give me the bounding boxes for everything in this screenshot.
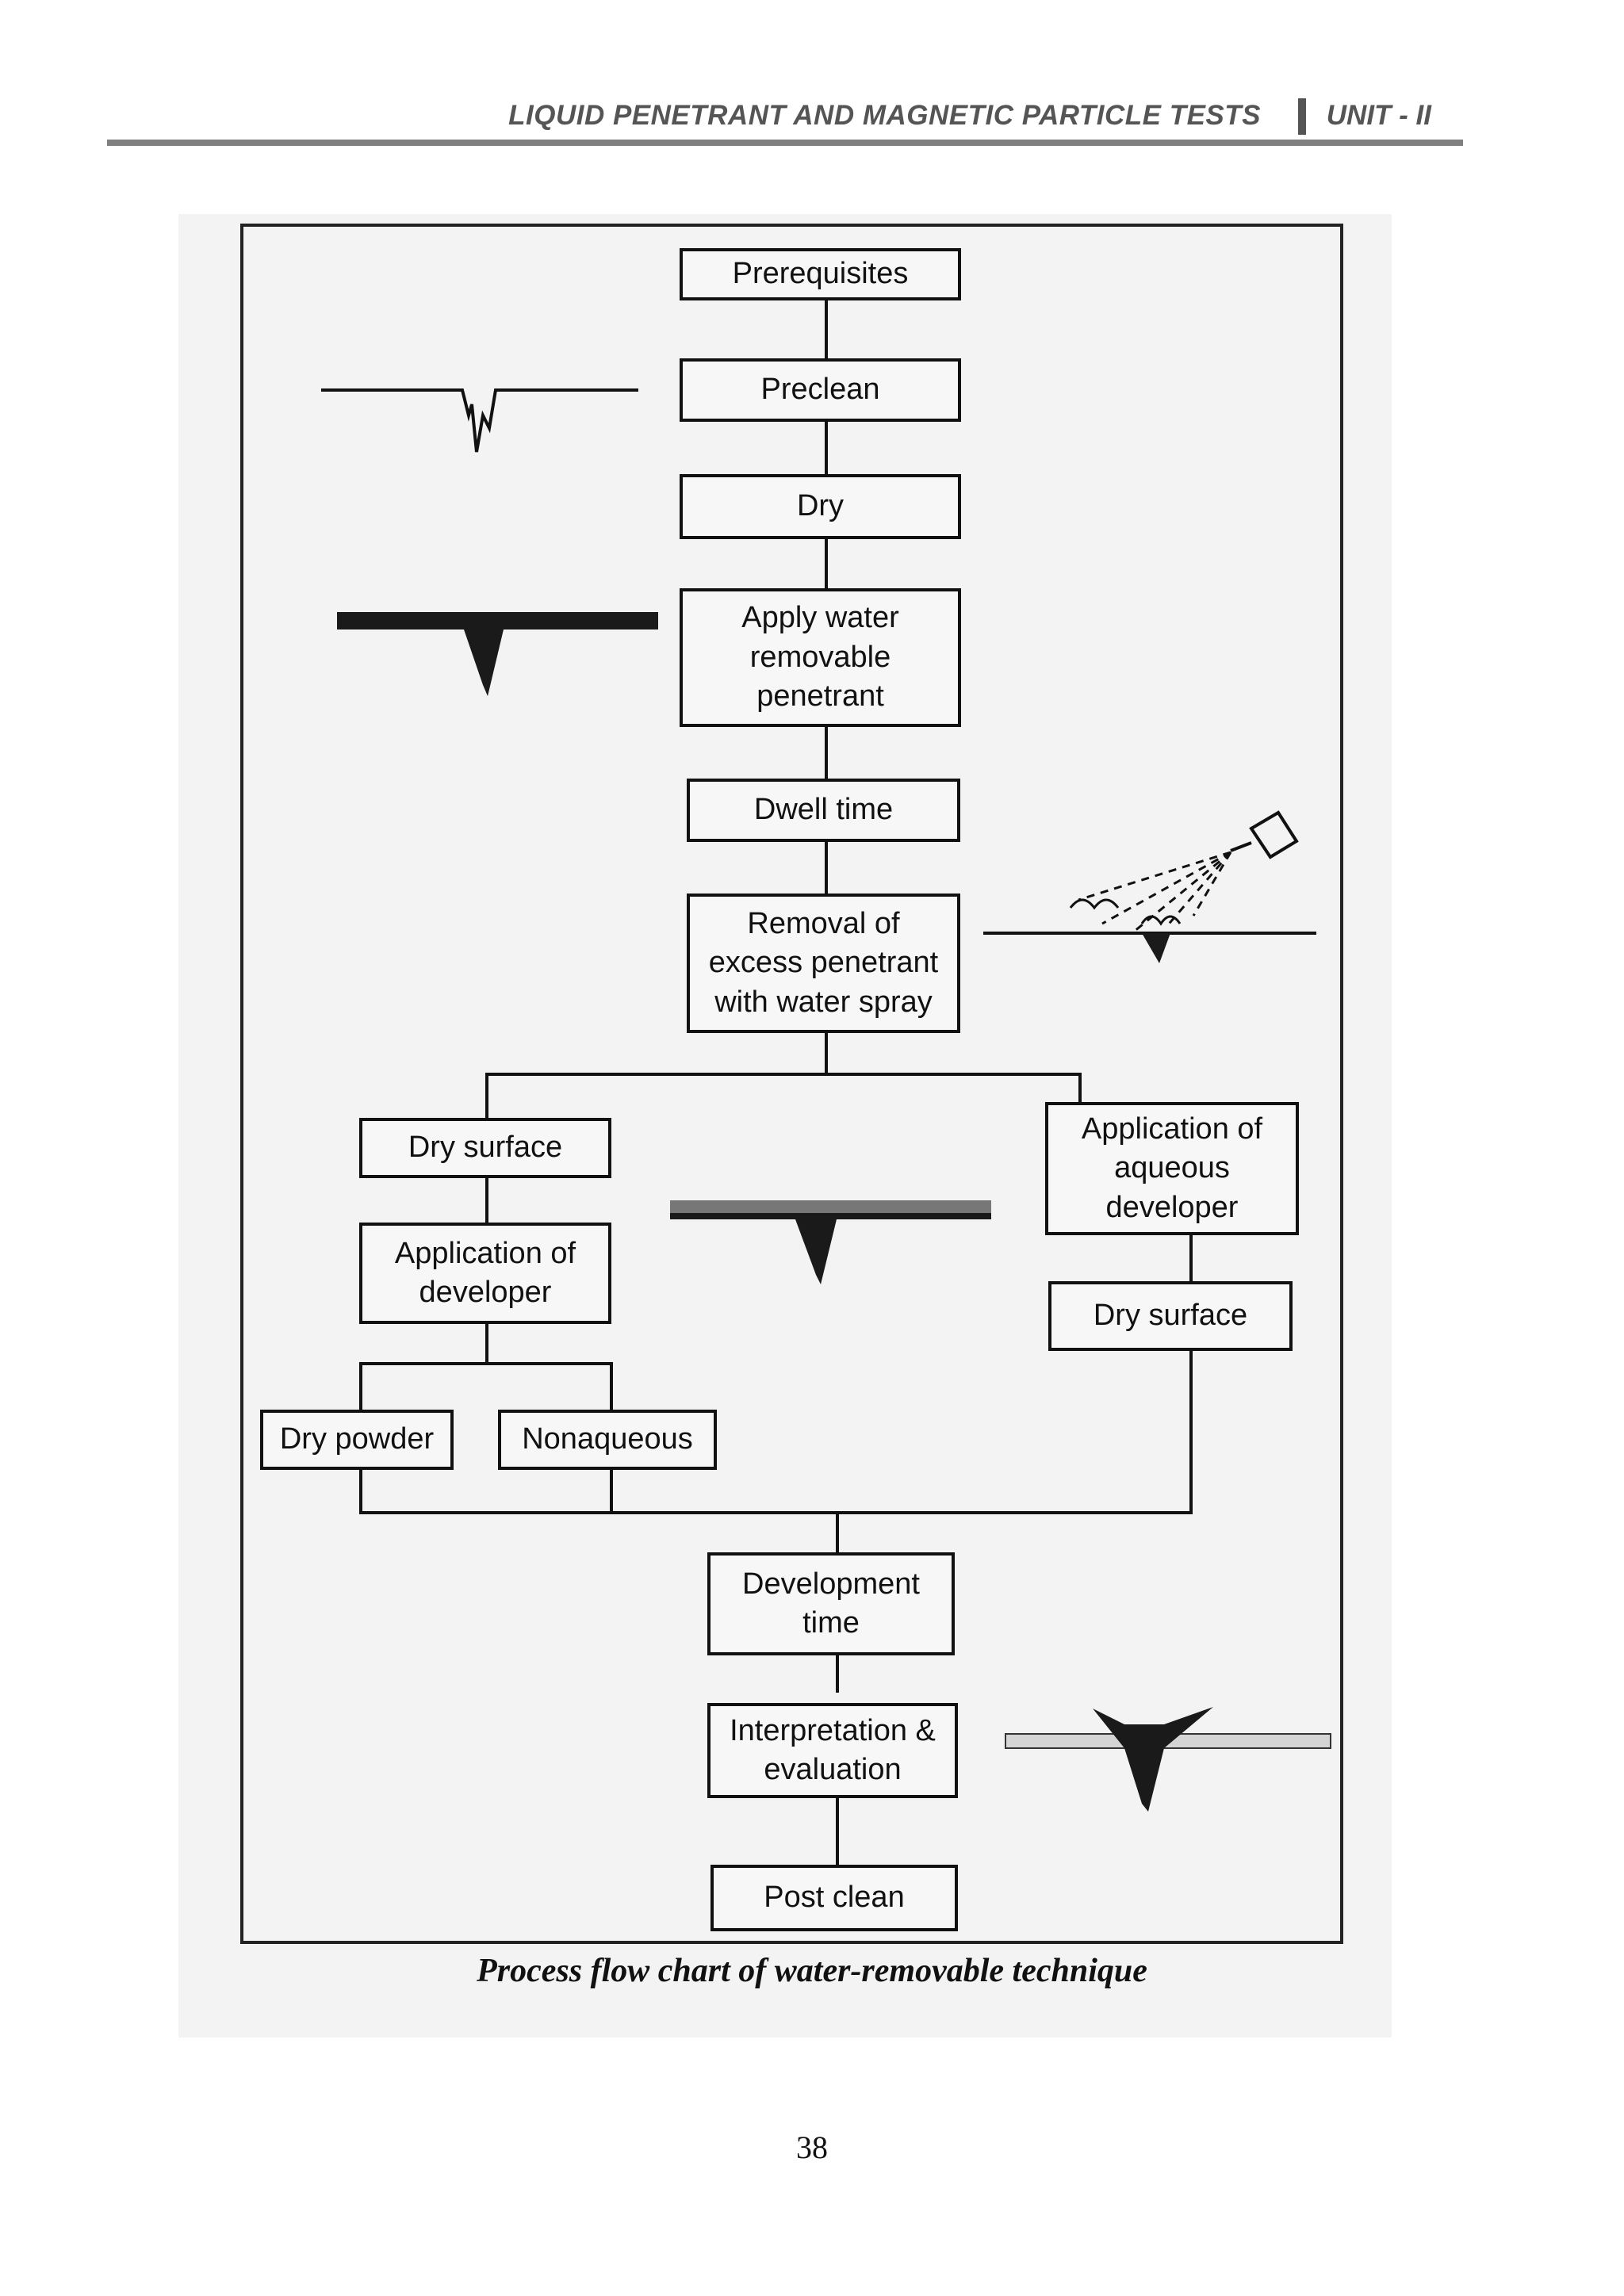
step-interpretation-evaluation: Interpretation & evaluation <box>707 1703 958 1798</box>
step-dry-surface-left: Dry surface <box>359 1118 611 1178</box>
step-prerequisites: Prerequisites <box>680 248 961 300</box>
header-rule <box>107 140 1463 146</box>
step-development-time: Development time <box>707 1552 955 1655</box>
step-apply-penetrant: Apply water removable penetrant <box>680 588 961 727</box>
step-application-aqueous-developer: Application of aqueous developer <box>1045 1102 1299 1235</box>
step-dry-surface-right: Dry surface <box>1048 1281 1293 1351</box>
step-application-of-developer: Application of developer <box>359 1223 611 1324</box>
figure-caption: Process flow chart of water-removable te… <box>477 1953 1147 1989</box>
indication-illustration <box>1005 1707 1331 1812</box>
water-spray-illustration <box>983 810 1316 963</box>
step-post-clean: Post clean <box>710 1865 958 1931</box>
step-removal-excess-penetrant: Removal of excess penetrant with water s… <box>687 894 960 1033</box>
option-nonaqueous: Nonaqueous <box>498 1410 717 1470</box>
step-dry: Dry <box>680 474 961 539</box>
developer-layer-illustration <box>670 1200 991 1284</box>
step-dwell-time: Dwell time <box>687 779 960 842</box>
surface-crack-illustration <box>321 388 638 453</box>
flowchart-frame <box>240 224 1343 1944</box>
step-preclean: Preclean <box>680 358 961 422</box>
page-number: 38 <box>796 2130 828 2165</box>
penetrant-applied-illustration <box>337 612 658 696</box>
header-separator <box>1298 98 1306 135</box>
header-title: LIQUID PENETRANT AND MAGNETIC PARTICLE T… <box>508 100 1261 131</box>
option-dry-powder: Dry powder <box>260 1410 454 1470</box>
page-header: LIQUID PENETRANT AND MAGNETIC PARTICLE T… <box>107 94 1463 146</box>
header-unit: UNIT - II <box>1326 100 1431 131</box>
